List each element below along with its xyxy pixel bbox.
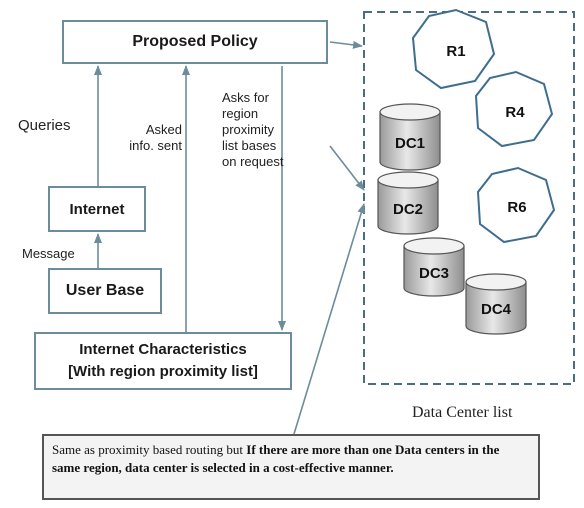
arrow-policy-to-datacenters-lower [329,145,365,191]
proposed-policy-label: Proposed Policy [132,33,258,50]
asks-for-region-label: Asks for region proximity list bases on … [222,90,283,170]
data-center-list-label: Data Center list [412,404,513,421]
queries-label: Queries [18,117,71,134]
asks-for-line-3: proximity [222,122,275,137]
dc4-label: DC4 [481,301,512,318]
user-base-label: User Base [65,282,145,299]
asks-for-line-1: Asks for [222,90,269,105]
internet-characteristics-box: Internet Characteristics [With region pr… [34,332,292,390]
arrow-policy-to-datacenters [329,40,363,49]
region-r6-shape [476,166,556,244]
internet-label: Internet [69,200,125,218]
asked-info-line-1: Asked [145,122,182,137]
asked-info-line-2: info. sent [129,138,182,153]
region-r4-label: R4 [505,104,525,121]
dc3-cylinder: DC3 [403,237,465,297]
arrow-note-to-datacenters [293,203,366,435]
routing-note-box: Same as proximity based routing but If t… [42,434,540,500]
asks-for-line-2: region [222,106,259,121]
routing-note-text: Same as proximity based routing but [52,442,247,457]
asks-for-line-5: on request [222,154,284,169]
asked-info-label: Asked info. sent [129,122,182,154]
proposed-policy-box: Proposed Policy [62,20,328,64]
internet-box: Internet [48,186,146,232]
internet-characteristics-title: Internet Characteristics [79,341,247,358]
message-label: Message [22,246,75,261]
dc4-cylinder: DC4 [465,273,527,335]
data-center-region-border [363,11,575,385]
asks-for-line-4: list bases [222,138,277,153]
region-r1-label: R1 [446,43,465,60]
user-base-box: User Base [48,268,162,314]
region-r4-shape [474,70,554,148]
dc2-label: DC2 [393,201,423,218]
region-r1-shape [411,8,496,90]
dc1-cylinder: DC1 [379,103,441,171]
dc2-cylinder: DC2 [377,171,439,235]
routing-note-bold-text: If there are more than one Data centers … [52,442,500,475]
dc1-label: DC1 [395,135,425,152]
region-r6-label: R6 [507,199,526,216]
dc3-label: DC3 [419,265,449,282]
internet-characteristics-subtitle: [With region proximity list] [68,363,258,380]
